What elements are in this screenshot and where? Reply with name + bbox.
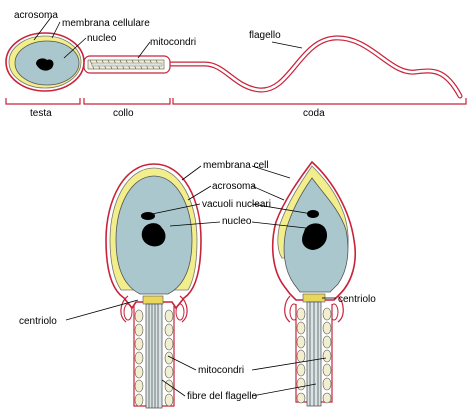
label-acrosome-detail: acrosoma xyxy=(212,181,256,192)
nuclear-vacuole-shape xyxy=(36,58,54,71)
label-centriole-right: centriolo xyxy=(338,294,376,305)
head xyxy=(5,32,85,92)
label-mitochondria-top: mitocondri xyxy=(150,37,196,48)
label-mitochondria-detail: mitocondri xyxy=(198,365,244,376)
vacuole-small-side xyxy=(307,210,319,218)
label-nucleus-detail: nucleo xyxy=(222,216,252,227)
section-neck-label: collo xyxy=(113,108,134,119)
vacuole-large-side xyxy=(302,223,328,250)
label-centriole-left: centriolo xyxy=(19,316,57,327)
label-fibers-detail: fibre del flagello xyxy=(187,391,257,402)
label-nucleus-top: nucleo xyxy=(87,33,117,44)
vacuole-small-front xyxy=(141,212,155,220)
label-acrosome-top: acrosoma xyxy=(14,10,58,21)
flagellum-shape xyxy=(157,35,463,99)
vacuole-large-front xyxy=(141,223,166,247)
mitochondria-side xyxy=(296,307,332,404)
detail-head-side xyxy=(271,160,356,407)
detail-head-front xyxy=(105,163,202,409)
label-membrane-top: membrana cellulare xyxy=(62,18,150,29)
label-vacuoles-detail: vacuoli nucleari xyxy=(202,199,271,210)
flagellum-fibers-front xyxy=(145,303,163,409)
section-head-label: testa xyxy=(30,108,52,119)
label-flagellum-top: flagello xyxy=(249,30,281,41)
section-brackets xyxy=(5,98,467,105)
label-membrane-detail: membrana cell xyxy=(203,160,269,171)
top-sperm-cell: acrosoma membrana cellulare nucleo mitoc… xyxy=(5,10,467,119)
flagellum-fibers-side xyxy=(306,301,322,407)
midpiece xyxy=(83,55,171,74)
detail-leader-lines xyxy=(65,165,336,397)
section-tail-label: coda xyxy=(303,108,325,119)
mitochondria-front xyxy=(134,309,174,407)
